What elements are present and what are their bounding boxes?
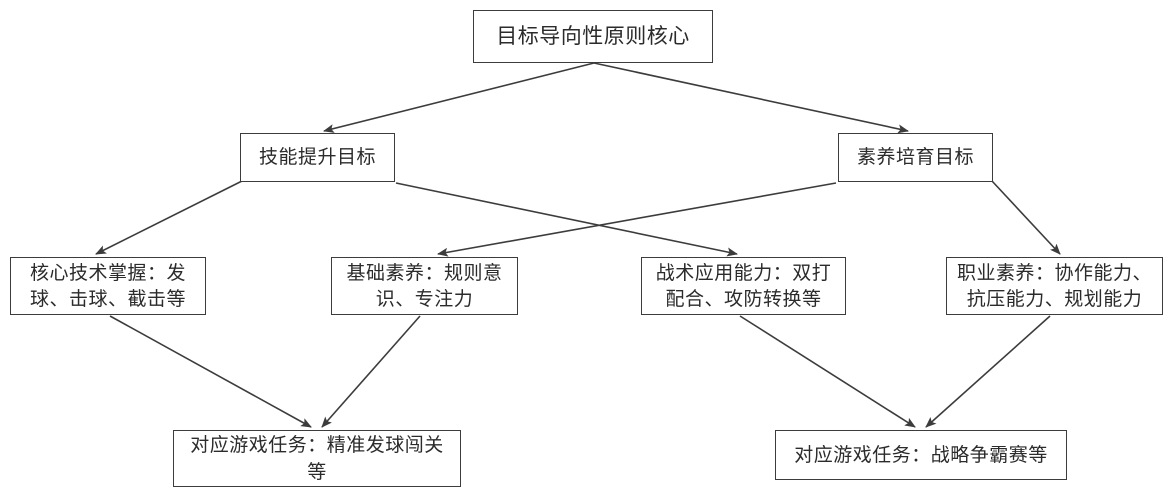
edge-pro-literacy-to-game-task-right bbox=[925, 315, 1051, 428]
node-game-task-right-label: 对应游戏任务：战略争霸赛等 bbox=[794, 443, 1048, 466]
edge-skill-goal-to-core-tech bbox=[95, 180, 243, 255]
edge-core-tech-to-game-task-left bbox=[109, 315, 312, 428]
node-pro-literacy[interactable]: 职业素养：协作能力、 抗压能力、规划能力 bbox=[946, 257, 1163, 315]
node-literacy-goal-label: 素养培育目标 bbox=[856, 146, 974, 169]
edge-literacy-goal-to-pro-literacy bbox=[991, 180, 1061, 255]
node-pro-literacy-label: 职业素养：协作能力、 抗压能力、规划能力 bbox=[956, 261, 1152, 310]
edge-tactics-to-game-task-right bbox=[739, 315, 916, 428]
node-skill-goal[interactable]: 技能提升目标 bbox=[240, 133, 395, 182]
edge-literacy-goal-to-basic-literacy bbox=[437, 182, 837, 257]
node-core-tech-label: 核心技术掌握：发 球、击球、截击等 bbox=[29, 261, 186, 310]
node-basic-literacy[interactable]: 基础素养：规则意 识、专注力 bbox=[331, 257, 518, 315]
node-game-task-left[interactable]: 对应游戏任务：精准发球闯关 等 bbox=[173, 430, 461, 487]
edge-basic-literacy-to-game-task-left bbox=[321, 315, 421, 428]
node-literacy-goal[interactable]: 素养培育目标 bbox=[838, 133, 993, 182]
node-root[interactable]: 目标导向性原则核心 bbox=[473, 10, 713, 63]
node-tactics[interactable]: 战术应用能力：双打 配合、攻防转换等 bbox=[641, 257, 846, 315]
node-core-tech[interactable]: 核心技术掌握：发 球、击球、截击等 bbox=[10, 257, 206, 315]
node-tactics-label: 战术应用能力：双打 配合、攻防转换等 bbox=[655, 261, 832, 310]
node-game-task-right[interactable]: 对应游戏任务：战略争霸赛等 bbox=[775, 430, 1067, 480]
node-root-label: 目标导向性原则核心 bbox=[496, 24, 690, 49]
node-game-task-left-label: 对应游戏任务：精准发球闯关 等 bbox=[190, 434, 444, 483]
edge-root-to-skill-goal bbox=[323, 62, 595, 133]
node-basic-literacy-label: 基础素养：规则意 识、专注力 bbox=[346, 261, 503, 310]
edge-root-to-literacy-goal bbox=[593, 62, 909, 134]
node-skill-goal-label: 技能提升目标 bbox=[258, 146, 376, 169]
edge-skill-goal-to-tactics bbox=[395, 182, 738, 257]
